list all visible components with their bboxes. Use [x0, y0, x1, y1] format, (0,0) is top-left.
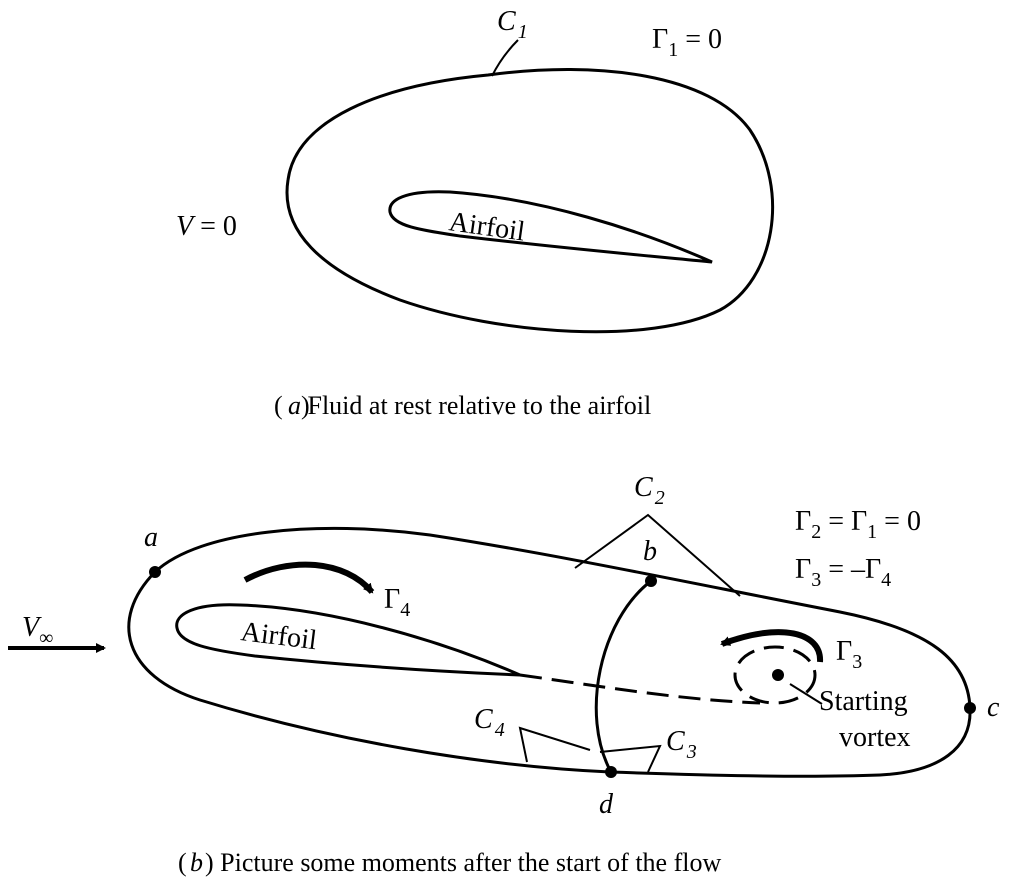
starting-vortex-label-line1: Starting [819, 686, 908, 717]
point-c-dot [964, 702, 976, 714]
point-a-dot [149, 566, 161, 578]
gamma3-label: Γ3 [836, 636, 862, 673]
point-d-dot [605, 766, 617, 778]
contour-b-d [594, 579, 652, 773]
v-infinity-label: V∞ [22, 612, 53, 649]
v-zero-label: V = 0 [176, 211, 237, 242]
caption-b: b) Picture some moments after the start … [190, 848, 721, 877]
point-c-label: c [987, 692, 1000, 723]
contour-c1-label-leader [491, 39, 519, 77]
point-a-label: a [144, 522, 158, 553]
contour-c2 [127, 526, 972, 778]
gamma3-arrow [720, 629, 824, 663]
starting-vortex-core [772, 669, 784, 681]
point-d-label: d [599, 789, 614, 820]
airfoil-shape-b [175, 603, 521, 677]
c4-leader [518, 726, 591, 763]
airfoil-label-b: Airfoil [239, 616, 319, 656]
c2-leader [574, 513, 741, 597]
starting-vortex-label-line2: vortex [839, 722, 911, 753]
caption-a: a Fluid at rest relative to the airfoil [288, 391, 651, 420]
contour-c1 [285, 68, 775, 334]
starting-vortex-leader [789, 683, 823, 705]
gamma4-arrow [243, 561, 375, 594]
gamma1-equation: Γ1 = 0 [652, 24, 722, 61]
caption-a-paren-close: ) [301, 391, 310, 420]
point-b-label: b [643, 536, 657, 567]
wake-dashed-line [519, 673, 761, 705]
c3-leader [599, 744, 662, 773]
gamma-equation-2: Γ3 = –Γ4 [795, 554, 891, 591]
airfoil-shape-a [388, 190, 713, 264]
airfoil-label-a: Airfoil [447, 206, 527, 247]
gamma4-label: Γ4 [384, 584, 410, 621]
caption-b-paren-open: ( [178, 848, 187, 877]
starting-vortex-ring [733, 645, 817, 705]
caption-a-paren-open: ( [274, 391, 283, 420]
gamma-equation-1: Γ2 = Γ1 = 0 [795, 506, 921, 543]
point-b-dot [645, 575, 657, 587]
